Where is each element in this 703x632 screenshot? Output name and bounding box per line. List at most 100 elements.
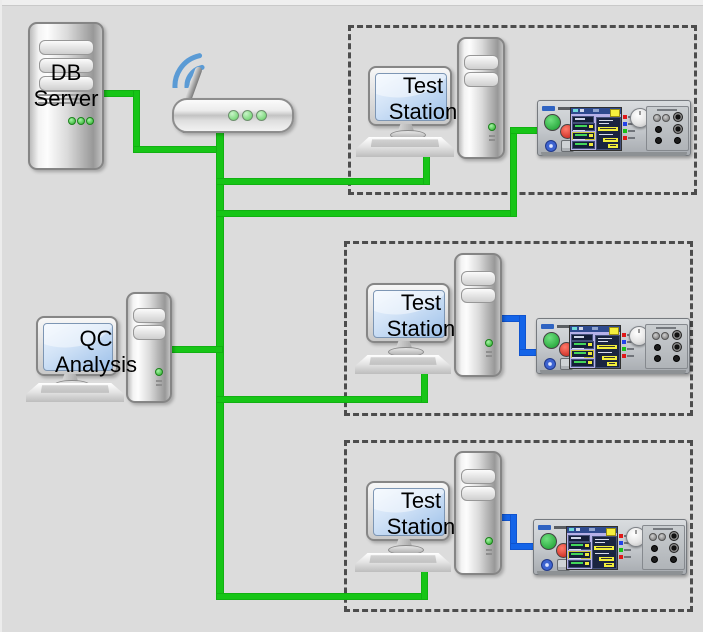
qc-monitor — [36, 316, 118, 376]
highlighted-value — [598, 127, 618, 131]
test-indicator — [619, 534, 623, 538]
db-server-label: DB Server — [33, 60, 99, 111]
screen-field — [571, 334, 593, 341]
instrument-base — [541, 152, 687, 156]
vent-lines — [486, 553, 492, 555]
station2-tower — [454, 253, 502, 377]
station2-keyboard — [355, 355, 451, 374]
indicator — [623, 122, 627, 126]
vent-lines — [486, 549, 492, 551]
highlighted-value — [607, 362, 617, 366]
station3-keyboard — [355, 553, 451, 572]
vent-lines — [486, 351, 492, 353]
station3-monitor-screen — [373, 488, 445, 536]
brand-badge — [538, 525, 551, 530]
screen-line — [573, 130, 585, 131]
highlighted-value — [608, 144, 618, 148]
drive-bay — [464, 72, 499, 87]
qc-keyboard — [26, 383, 124, 402]
pass-indicator — [623, 129, 627, 133]
screen-titlebar — [570, 326, 620, 332]
drive-bay — [461, 271, 496, 286]
status-led — [68, 117, 76, 125]
instrument-screen — [569, 325, 621, 369]
screen-line — [572, 348, 584, 349]
indicator — [622, 340, 626, 344]
link3-blue-v — [510, 514, 517, 550]
station3-label: Test Station — [386, 488, 456, 539]
drive-bay — [38, 40, 94, 55]
link-dbserver-h — [100, 90, 140, 97]
start-button — [540, 533, 557, 550]
link3-blue-h2 — [510, 543, 536, 550]
station1-keyboard — [356, 137, 454, 157]
vent-lines — [38, 94, 92, 96]
screen-field — [568, 535, 590, 542]
vent-lines — [38, 90, 92, 92]
vent-lines — [486, 355, 492, 357]
window-edge-left — [0, 0, 2, 632]
safety-tester-2 — [536, 318, 690, 374]
screen-titlebar — [567, 527, 617, 533]
link-instrument1-stub — [510, 127, 539, 134]
router-led — [256, 110, 267, 121]
connector-panel — [645, 324, 688, 369]
output-connector — [544, 358, 556, 370]
network-trunk — [216, 128, 224, 600]
link-instrument1-v — [510, 127, 517, 217]
link-instrument1-h — [216, 210, 517, 217]
router-led — [242, 110, 253, 121]
monitor-stand — [396, 539, 412, 546]
link-station2-v — [421, 373, 428, 403]
link-station1-v — [423, 156, 430, 185]
highlighted-value — [597, 345, 617, 349]
pass-indicator — [619, 548, 623, 552]
drive-bay — [464, 55, 499, 70]
model-text — [557, 325, 571, 328]
vent-lines — [38, 98, 92, 100]
link-station3-v — [421, 571, 428, 600]
station-group-box-2 — [344, 241, 693, 416]
wireless-router — [172, 98, 294, 133]
screen-result-panel — [595, 335, 620, 368]
drive-bay — [461, 486, 496, 501]
screen-line — [573, 139, 585, 140]
link-station1-h — [216, 178, 430, 185]
window-edge-top — [0, 0, 703, 6]
station1-monitor-screen — [375, 73, 447, 121]
station1-tower — [457, 37, 505, 159]
safety-tester-3 — [533, 519, 687, 575]
screen-field — [572, 141, 595, 149]
link2-blue-v — [519, 315, 526, 356]
safety-tester-1 — [537, 100, 691, 156]
highlighted-value — [594, 546, 614, 550]
qc-analysis-label: QC Analysis — [55, 326, 137, 377]
wifi-signal-icon — [172, 53, 205, 88]
screen-result-panel — [596, 117, 621, 150]
instrument-base — [540, 370, 686, 374]
screen-titlebar — [571, 108, 621, 114]
station2-monitor-screen — [373, 290, 445, 338]
station-group-box-1 — [348, 25, 697, 195]
router-led — [228, 110, 239, 121]
vent-lines — [489, 135, 495, 137]
screen-field — [568, 560, 591, 568]
status-led — [155, 368, 163, 376]
test-indicator — [623, 115, 627, 119]
highlighted-value — [604, 563, 614, 567]
start-button — [544, 114, 561, 131]
instrument-screen — [566, 526, 618, 570]
screen-line — [569, 549, 581, 550]
screen-result-panel — [592, 536, 617, 569]
drive-bay — [461, 288, 496, 303]
pass-indicator — [622, 347, 626, 351]
brand-badge — [541, 324, 554, 329]
link2-blue-h1 — [497, 315, 526, 322]
output-connector — [545, 140, 557, 152]
link2-blue-h2 — [519, 349, 539, 356]
link-station2-h — [216, 396, 428, 403]
qc-monitor-screen — [43, 323, 113, 371]
fail-indicator — [619, 555, 623, 559]
status-led — [485, 339, 493, 347]
